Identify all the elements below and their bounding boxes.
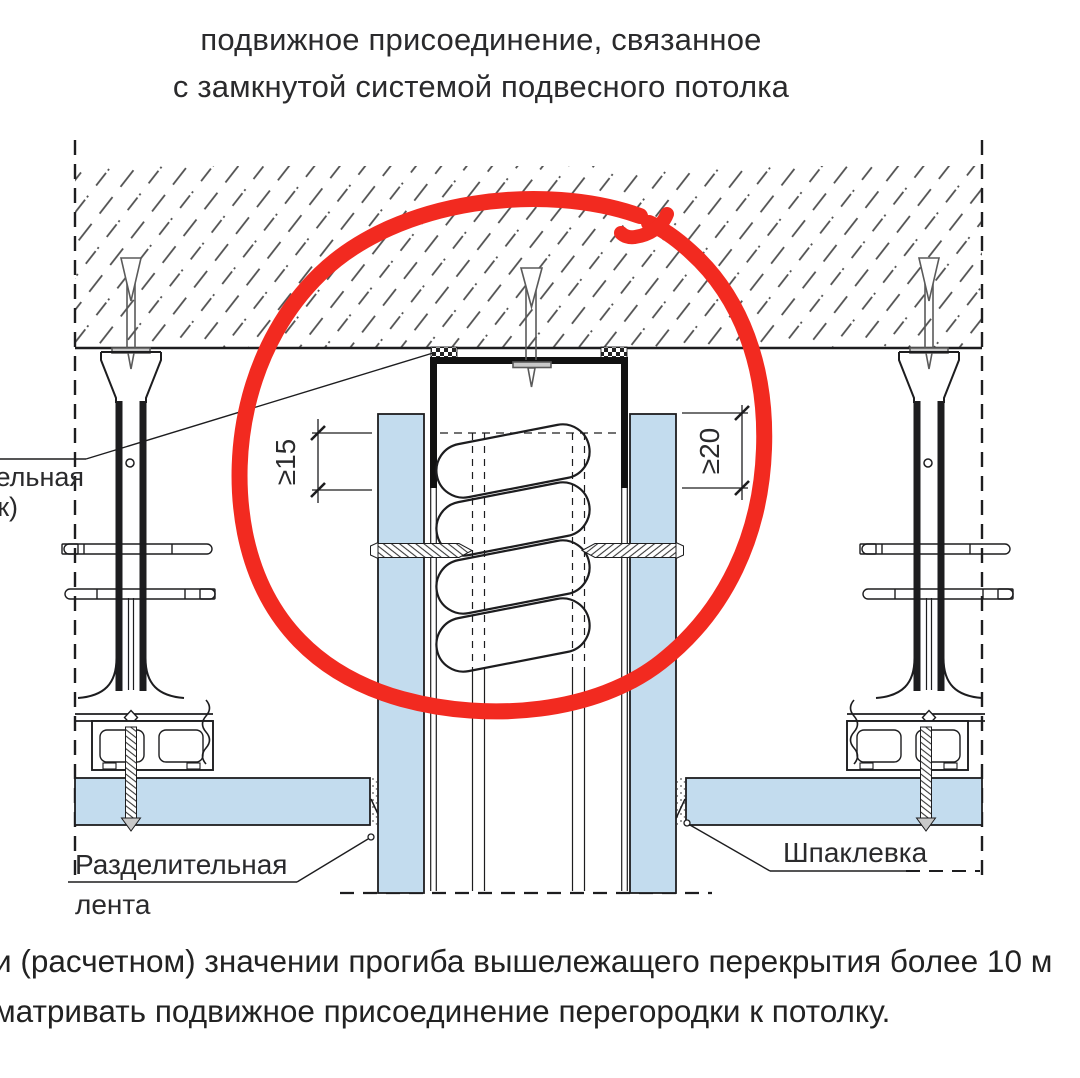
- caption-line1: и (расчетном) значении прогиба вышележащ…: [0, 936, 1080, 986]
- track-flange-right: [621, 357, 628, 488]
- labels: ельная к) Разделительная лента Шпаклевка: [0, 353, 928, 920]
- hanger-strap-left-bar: [117, 402, 122, 690]
- sealing-tape-left: [431, 347, 457, 358]
- ceiling-board-right: [672, 778, 982, 827]
- putty-label: Шпаклевка: [783, 837, 928, 868]
- caption-text: и (расчетном) значении прогиба вышележащ…: [0, 936, 1080, 1036]
- separation-tape-label-line2: лента: [75, 889, 151, 920]
- wall-gypsum-board-left: [378, 414, 424, 893]
- anchor-washer: [513, 362, 551, 368]
- left-label-line1: ельная: [0, 462, 84, 492]
- dimension-right: ≥20: [682, 405, 749, 500]
- nonius-pin-upper: [64, 544, 212, 554]
- dim-value-left: ≥15: [270, 439, 301, 486]
- anchor-tip: [528, 368, 535, 387]
- wall-screw-left: [371, 543, 473, 559]
- left-label-line2: к): [0, 492, 18, 522]
- nonius-pins: [62, 544, 215, 599]
- separation-tape-label-line1: Разделительная: [75, 849, 287, 880]
- left-label-leader: [0, 353, 433, 459]
- caption-line2: матривать подвижное присоединение перего…: [0, 986, 1080, 1036]
- wall-screw-right: [582, 543, 684, 559]
- dim-value-right: ≥20: [694, 428, 725, 475]
- dimension-left: ≥15: [270, 419, 372, 503]
- hanger-body: [101, 352, 161, 690]
- ceiling-gypsum-board: [686, 778, 982, 825]
- hanger-strap-right-bar: [141, 402, 146, 690]
- ceiling-board-left: [75, 778, 384, 827]
- anchor-tip: [128, 353, 134, 369]
- ceiling-gypsum-board: [75, 778, 370, 825]
- hanger-hole: [126, 459, 134, 467]
- sealing-tape-right: [601, 347, 627, 358]
